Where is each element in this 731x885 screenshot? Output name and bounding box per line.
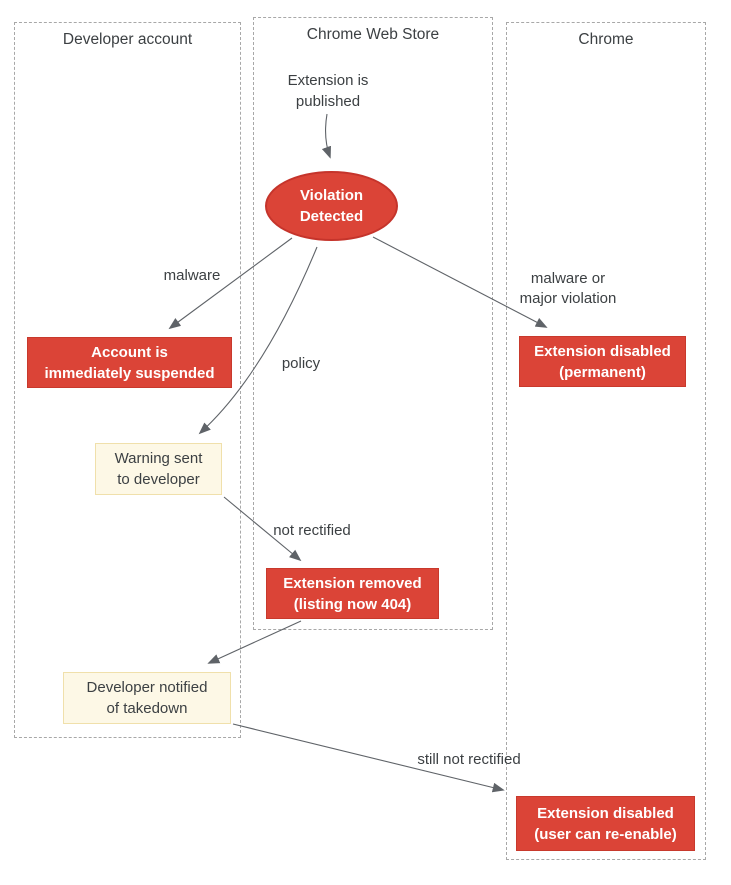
edge-label-policy: policy xyxy=(281,355,321,372)
lane-developer-account-title: Developer account xyxy=(62,31,193,48)
edge-label-malware: malware xyxy=(163,267,221,284)
lane-chrome-title: Chrome xyxy=(578,31,634,48)
node-account-suspended: Account is immediately suspended xyxy=(27,337,232,388)
node-extension-published: Extension is published xyxy=(287,72,369,110)
node-violation-detected: Violation Detected xyxy=(265,171,398,241)
edge-label-malware-or-major-violation: malware or major violation xyxy=(519,270,617,307)
edge-label-still-not-rectified: still not rectified xyxy=(417,751,521,768)
lane-chrome-web-store-title: Chrome Web Store xyxy=(306,26,440,43)
node-extension-removed: Extension removed (listing now 404) xyxy=(266,568,439,619)
node-developer-notified: Developer notified of takedown xyxy=(63,672,231,724)
node-extension-disabled-reenable: Extension disabled (user can re-enable) xyxy=(516,796,695,851)
lane-chrome: Chrome xyxy=(506,22,706,860)
edge-label-not-rectified: not rectified xyxy=(273,522,351,539)
node-warning-sent: Warning sent to developer xyxy=(95,443,222,495)
node-extension-disabled-permanent: Extension disabled (permanent) xyxy=(519,336,686,387)
